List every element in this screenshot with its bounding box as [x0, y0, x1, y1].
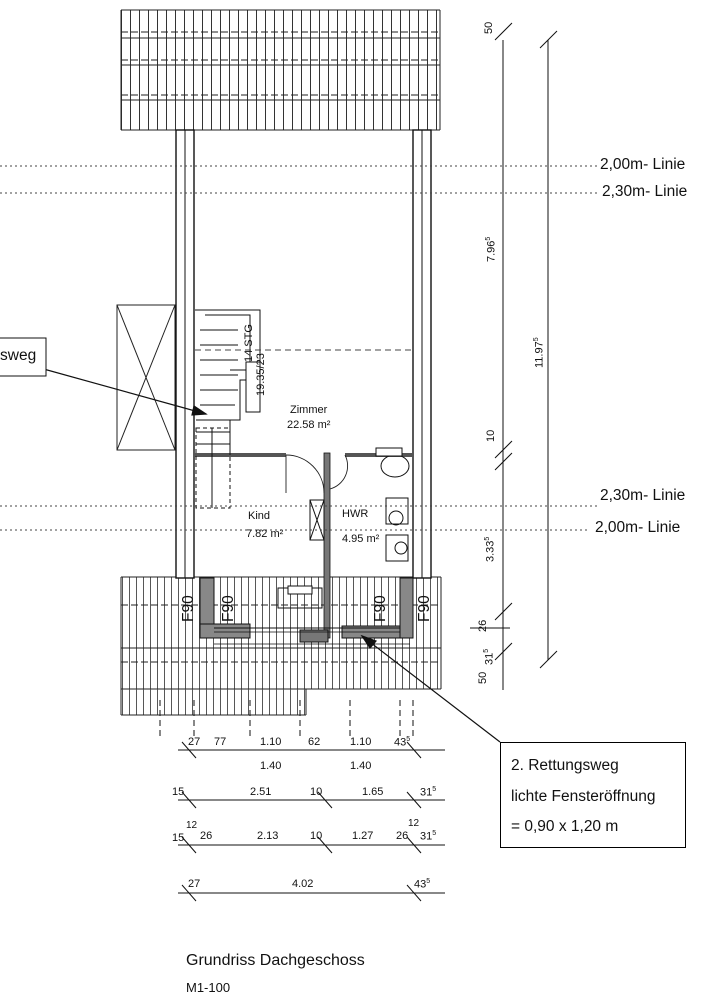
stairs-ratio: 19.35/23	[255, 353, 267, 396]
dim-bottom-r3-3: 26	[200, 830, 213, 842]
dim-bottom-r3-1: 15	[172, 832, 185, 844]
callout-left-text: sweg	[0, 347, 37, 364]
stairs-steps: 14 STG	[243, 324, 255, 362]
room-zimmer-name: Zimmer	[290, 404, 328, 416]
dimension-chain-right	[470, 22, 558, 690]
height-line-200-top: 2,00m- Linie	[600, 156, 686, 173]
height-line-200-bottom: 2,00m- Linie	[595, 519, 681, 536]
callout-right-line2: lichte Fensteröffnung	[511, 788, 656, 805]
room-kind-area: 7.82 m²	[246, 528, 284, 540]
dim-bottom-r3-7: 26	[396, 830, 409, 842]
dim-bottom-r2-5: 315	[420, 786, 437, 799]
room-hwr-area: 4.95 m²	[342, 533, 380, 545]
dim-bottom-r1b-2: 1.40	[350, 760, 372, 772]
callout-box-left	[0, 337, 47, 377]
dim-right-50-bottom: 50	[477, 671, 489, 684]
dim-bottom-r1-5: 1.10	[350, 736, 372, 748]
dim-right-10: 10	[485, 429, 497, 442]
fire-label-1: F90	[180, 595, 197, 622]
room-kind-name: Kind	[248, 510, 271, 522]
dim-bottom-r2-2: 2.51	[250, 786, 272, 798]
height-line-230-top: 2,30m- Linie	[602, 183, 688, 200]
dim-bottom-r2-1: 15	[172, 786, 185, 798]
fire-label-4: F90	[416, 595, 433, 622]
dim-bottom-r2-4: 1.65	[362, 786, 384, 798]
roof-hatch-bottom	[120, 576, 442, 716]
roof-hatch-top	[120, 9, 441, 131]
dim-bottom-r1-2: 77	[214, 736, 227, 748]
staircase	[195, 309, 261, 509]
dormer-left	[116, 304, 176, 451]
dim-right-50-top: 50	[483, 21, 495, 34]
walls	[175, 129, 432, 645]
plan-scale: M1-100	[186, 980, 231, 995]
callout-right-line3: = 0,90 x 1,20 m	[511, 818, 619, 835]
room-hwr-name: HWR	[342, 508, 369, 520]
fire-label-2: F90	[220, 595, 237, 622]
dim-bottom-r1-6: 435	[394, 736, 411, 749]
room-zimmer-area: 22.58 m²	[287, 419, 331, 431]
dim-bottom-r3-4: 2.13	[257, 830, 279, 842]
plan-title: Grundriss Dachgeschoss	[186, 952, 365, 969]
dim-bottom-r4-3: 435	[414, 878, 431, 891]
dim-bottom-r1-3: 1.10	[260, 736, 282, 748]
dim-right-31: 315	[483, 648, 496, 665]
dim-bottom-r3-2: 12	[186, 820, 198, 831]
dim-bottom-r4-1: 27	[188, 878, 201, 890]
height-line-230-bottom: 2,30m- Linie	[600, 487, 686, 504]
callout-box-right	[500, 742, 686, 848]
callout-right-line1: 2. Rettungsweg	[511, 757, 619, 774]
dim-bottom-r4-2: 4.02	[292, 878, 314, 890]
bathroom-fixtures	[375, 447, 410, 562]
dim-right-1197: 11.975	[533, 337, 546, 368]
dim-bottom-r1-4: 62	[308, 736, 321, 748]
dim-right-333: 3.335	[484, 536, 497, 562]
dimension-chain-bottom	[159, 700, 445, 902]
dim-bottom-r3-5: 10	[310, 830, 323, 842]
height-lines	[0, 165, 598, 531]
dim-bottom-r1-1: 27	[188, 736, 201, 748]
dim-right-796: 7.965	[485, 236, 498, 262]
dim-right-26: 26	[477, 619, 489, 632]
dim-bottom-r3-6: 1.27	[352, 830, 374, 842]
callout-arrows	[39, 367, 501, 743]
dim-bottom-r1b-1: 1.40	[260, 760, 282, 772]
dim-bottom-r2-3: 10	[310, 786, 323, 798]
fire-label-3: F90	[372, 595, 389, 622]
dim-bottom-r3-9: 315	[420, 830, 437, 843]
dim-bottom-r3-8: 12	[408, 818, 420, 829]
